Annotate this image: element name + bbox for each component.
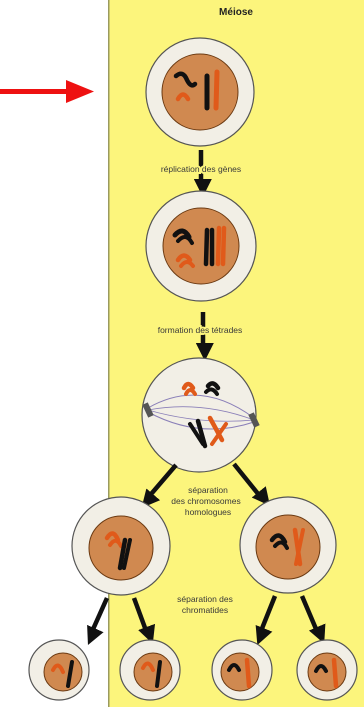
cell-daughter-left (72, 497, 170, 595)
label-chromatids-line1: séparation des (177, 594, 233, 604)
cell-daughter-right (240, 497, 336, 593)
diagram-title: Méiose (219, 7, 253, 18)
cell-final-2 (120, 640, 180, 700)
cell-final-3 (212, 640, 272, 700)
arrow-left-a (90, 598, 107, 636)
cell-replicated (146, 191, 256, 301)
label-tetrads: formation des tétrades (158, 325, 243, 335)
cell-start (146, 38, 254, 146)
label-chromatids-line2: chromatides (182, 605, 228, 615)
panel-left-border (108, 0, 110, 707)
cell-final-1 (29, 640, 89, 700)
pointer-arrow-icon (0, 80, 94, 103)
label-homologs-line2: des chromosomes (171, 496, 240, 506)
cell-final-4 (297, 640, 357, 700)
label-replication: réplication des gènes (161, 164, 241, 174)
label-homologs-line1: séparation (188, 485, 228, 495)
label-homologs-line3: homologues (185, 507, 231, 517)
